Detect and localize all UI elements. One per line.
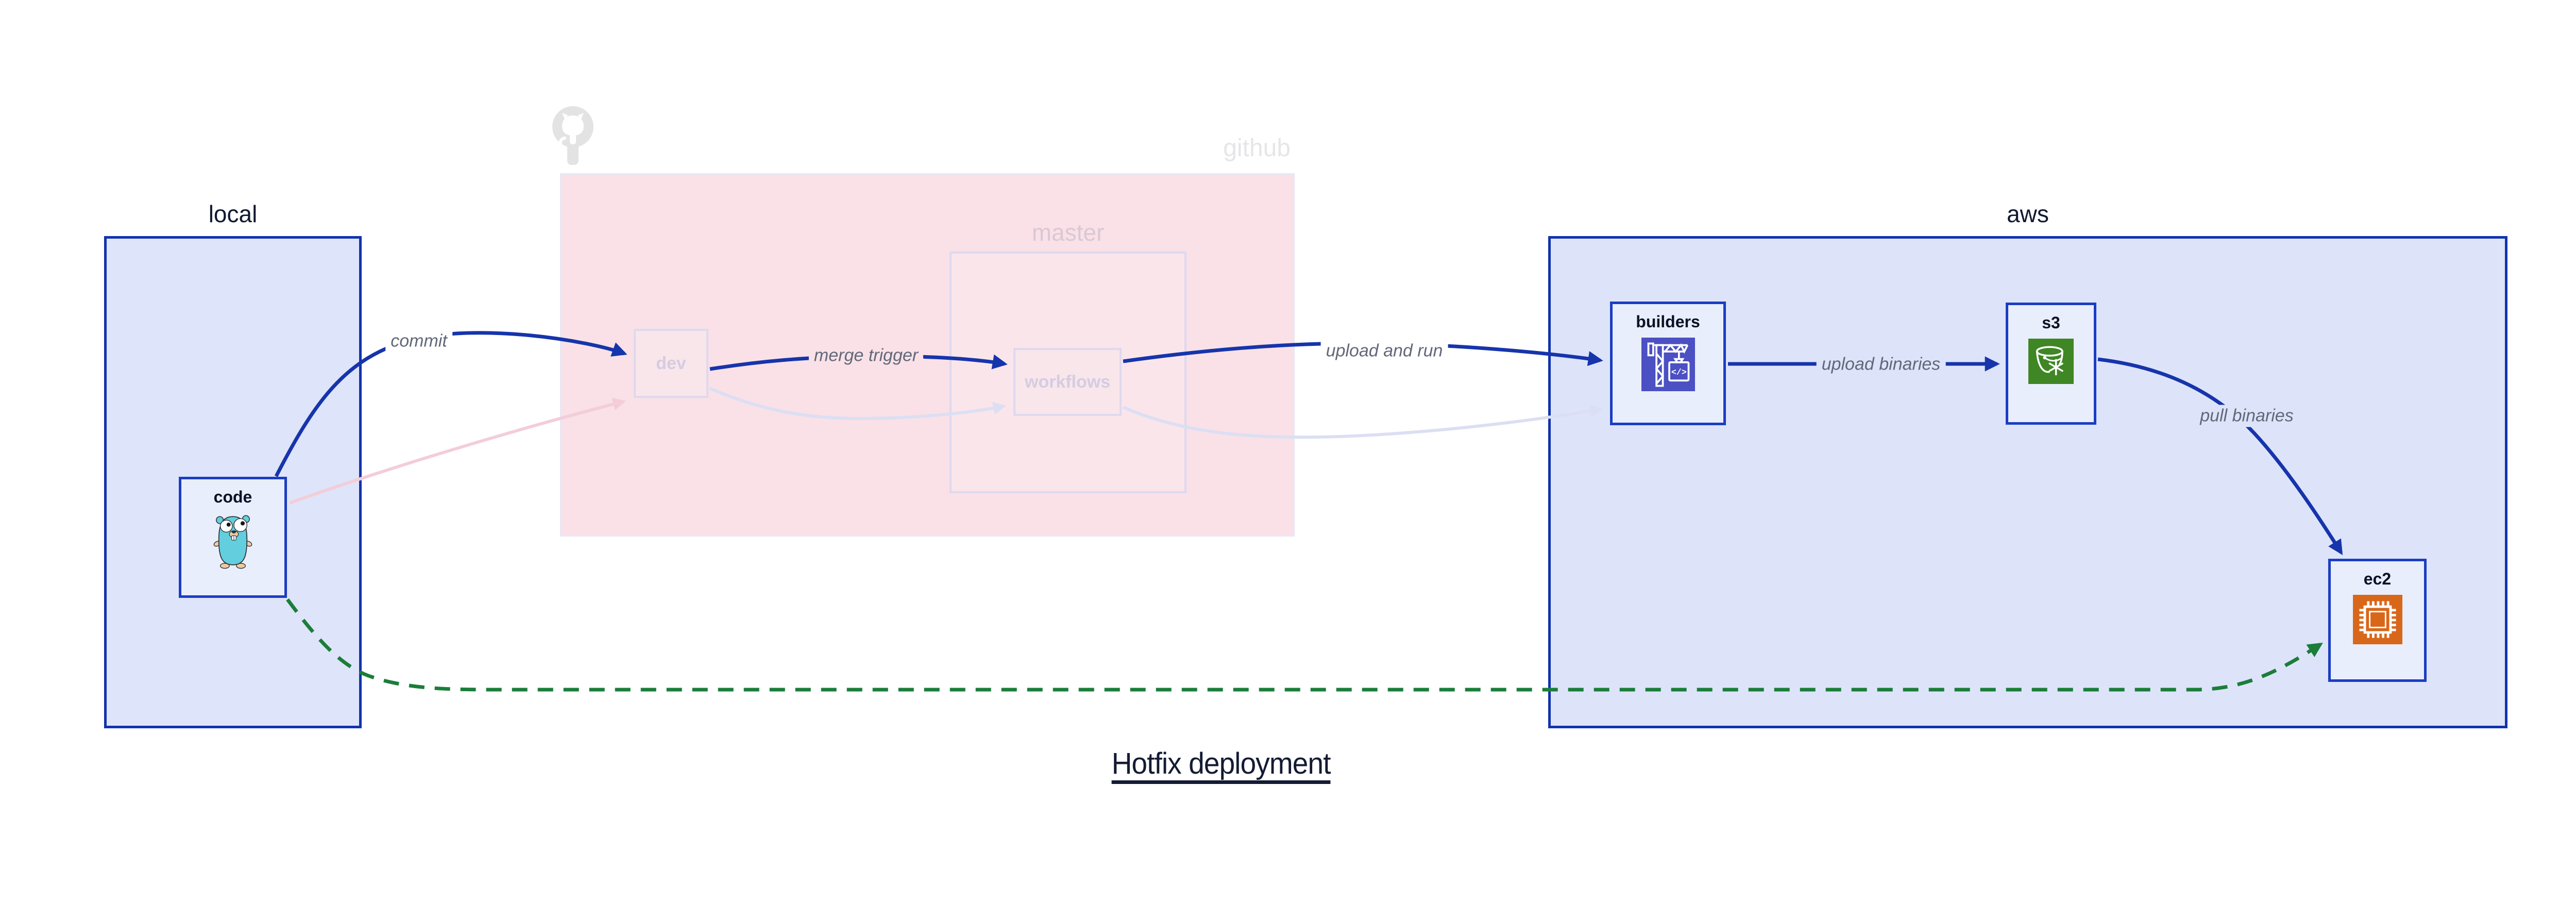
- s3-glacier-bucket-icon: [2028, 339, 2074, 384]
- ec2-chip-icon: [2352, 595, 2402, 644]
- node-workflows-label: workflows: [1024, 372, 1111, 392]
- node-ec2: ec2: [2328, 559, 2427, 682]
- node-workflows: workflows: [1013, 348, 1122, 416]
- codebuild-crane-icon: </>: [1641, 338, 1695, 391]
- edge-pull-binaries-label: pull binaries: [2195, 405, 2299, 427]
- edge-upload-and-run-label: upload and run: [1320, 340, 1448, 362]
- node-s3-label: s3: [2042, 313, 2060, 332]
- group-local-label: local: [208, 201, 258, 227]
- svg-text:</>: </>: [1671, 368, 1686, 377]
- group-github-label: github: [1223, 135, 1291, 162]
- edge-commit-label: commit: [385, 330, 452, 353]
- node-builders: builders </>: [1610, 302, 1726, 425]
- node-code: code: [179, 477, 287, 598]
- group-master-label: master: [1031, 219, 1105, 246]
- github-octocat-icon: [552, 106, 594, 165]
- node-dev: dev: [634, 329, 708, 398]
- diagram-title: Hotfix deployment: [1111, 747, 1331, 780]
- node-code-label: code: [213, 488, 252, 506]
- node-builders-label: builders: [1636, 312, 1700, 331]
- node-ec2-label: ec2: [2363, 570, 2392, 588]
- go-gopher-icon: [213, 515, 252, 569]
- edge-upload-binaries-label: upload binaries: [1816, 353, 1946, 376]
- edge-merge-trigger-label: merge trigger: [808, 344, 924, 367]
- node-dev-label: dev: [656, 353, 686, 373]
- node-s3: s3: [2006, 303, 2096, 425]
- group-aws-label: aws: [2007, 201, 2049, 227]
